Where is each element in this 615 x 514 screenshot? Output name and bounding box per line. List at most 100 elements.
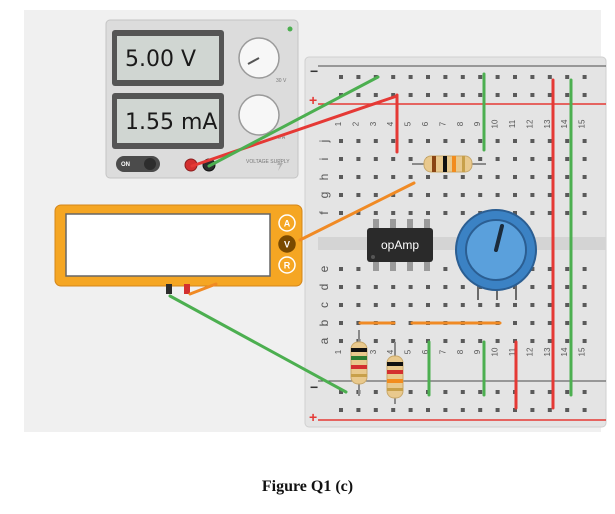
mode-button-a[interactable]: [278, 214, 296, 232]
mode-button-r[interactable]: [278, 256, 296, 274]
breadboard-hole[interactable]: [513, 321, 517, 325]
rail-hole[interactable]: [495, 93, 500, 97]
breadboard-hole[interactable]: [513, 211, 517, 215]
breadboard-hole[interactable]: [547, 267, 552, 271]
rail-hole[interactable]: [530, 75, 535, 79]
breadboard-hole[interactable]: [391, 211, 396, 215]
breadboard-hole[interactable]: [582, 175, 587, 179]
rail-hole[interactable]: [513, 75, 517, 79]
breadboard-hole[interactable]: [339, 303, 343, 307]
rail-hole[interactable]: [565, 93, 570, 97]
breadboard-hole[interactable]: [565, 193, 570, 197]
rail-hole[interactable]: [373, 93, 378, 97]
breadboard-hole[interactable]: [530, 303, 535, 307]
breadboard-hole[interactable]: [565, 303, 570, 307]
rail-hole[interactable]: [547, 390, 552, 394]
rail-hole[interactable]: [478, 75, 483, 79]
breadboard-hole[interactable]: [408, 339, 413, 343]
breadboard-hole[interactable]: [547, 303, 552, 307]
rail-hole[interactable]: [513, 93, 517, 97]
rail-hole[interactable]: [356, 408, 361, 412]
breadboard-hole[interactable]: [356, 321, 361, 325]
breadboard-hole[interactable]: [356, 303, 361, 307]
resistor-top[interactable]: [412, 155, 486, 173]
rail-hole[interactable]: [391, 93, 396, 97]
breadboard-hole[interactable]: [443, 339, 448, 343]
breadboard-hole[interactable]: [408, 175, 413, 179]
rail-hole[interactable]: [356, 75, 361, 79]
breadboard-hole[interactable]: [478, 175, 483, 179]
breadboard-hole[interactable]: [582, 267, 587, 271]
rail-hole[interactable]: [460, 75, 465, 79]
breadboard-hole[interactable]: [513, 303, 517, 307]
rail-hole[interactable]: [408, 390, 413, 394]
breadboard-hole[interactable]: [443, 175, 448, 179]
breadboard-hole[interactable]: [582, 211, 587, 215]
rail-hole[interactable]: [339, 75, 343, 79]
rail-hole[interactable]: [582, 75, 587, 79]
rail-hole[interactable]: [373, 408, 378, 412]
breadboard-hole[interactable]: [391, 303, 396, 307]
breadboard-hole[interactable]: [426, 139, 430, 143]
breadboard-hole[interactable]: [565, 157, 570, 161]
breadboard-hole[interactable]: [530, 193, 535, 197]
breadboard-hole[interactable]: [443, 285, 448, 289]
rail-hole[interactable]: [391, 408, 396, 412]
breadboard-hole[interactable]: [495, 193, 500, 197]
mode-button-v[interactable]: [278, 235, 296, 253]
breadboard-hole[interactable]: [565, 339, 570, 343]
breadboard-hole[interactable]: [565, 175, 570, 179]
rail-hole[interactable]: [443, 390, 448, 394]
breadboard-hole[interactable]: [443, 139, 448, 143]
breadboard-hole[interactable]: [582, 157, 587, 161]
rail-hole[interactable]: [443, 408, 448, 412]
rail-hole[interactable]: [373, 390, 378, 394]
breadboard-hole[interactable]: [530, 339, 535, 343]
breadboard-hole[interactable]: [408, 139, 413, 143]
breadboard-hole[interactable]: [530, 157, 535, 161]
probe-red-connector[interactable]: [184, 284, 190, 294]
breadboard-hole[interactable]: [565, 267, 570, 271]
rail-hole[interactable]: [495, 408, 500, 412]
breadboard-hole[interactable]: [547, 157, 552, 161]
breadboard-hole[interactable]: [339, 139, 343, 143]
probe-black-connector[interactable]: [166, 284, 172, 294]
breadboard-hole[interactable]: [547, 175, 552, 179]
breadboard-hole[interactable]: [339, 339, 343, 343]
breadboard-hole[interactable]: [565, 211, 570, 215]
breadboard-hole[interactable]: [373, 193, 378, 197]
breadboard-hole[interactable]: [443, 267, 448, 271]
breadboard-hole[interactable]: [495, 339, 500, 343]
resistor-bottom-mid[interactable]: [386, 342, 404, 404]
breadboard-hole[interactable]: [547, 321, 552, 325]
breadboard-hole[interactable]: [373, 139, 378, 143]
rail-hole[interactable]: [478, 93, 483, 97]
breadboard-hole[interactable]: [547, 285, 552, 289]
breadboard-hole[interactable]: [408, 285, 413, 289]
breadboard-hole[interactable]: [391, 285, 396, 289]
breadboard-hole[interactable]: [426, 303, 430, 307]
breadboard-hole[interactable]: [513, 193, 517, 197]
rail-hole[interactable]: [408, 75, 413, 79]
breadboard-hole[interactable]: [460, 303, 465, 307]
breadboard-hole[interactable]: [408, 193, 413, 197]
breadboard-hole[interactable]: [547, 211, 552, 215]
breadboard-hole[interactable]: [513, 175, 517, 179]
breadboard-hole[interactable]: [530, 211, 535, 215]
breadboard-hole[interactable]: [391, 139, 396, 143]
breadboard-hole[interactable]: [582, 139, 587, 143]
breadboard-hole[interactable]: [495, 157, 500, 161]
breadboard-hole[interactable]: [460, 211, 465, 215]
rail-hole[interactable]: [443, 75, 448, 79]
rail-hole[interactable]: [530, 93, 535, 97]
breadboard-hole[interactable]: [565, 285, 570, 289]
breadboard-hole[interactable]: [478, 339, 483, 343]
breadboard-hole[interactable]: [478, 139, 483, 143]
rail-hole[interactable]: [565, 408, 570, 412]
rail-hole[interactable]: [513, 408, 517, 412]
current-knob[interactable]: [238, 94, 280, 136]
rail-hole[interactable]: [582, 93, 587, 97]
breadboard-hole[interactable]: [530, 285, 535, 289]
breadboard-hole[interactable]: [339, 267, 343, 271]
rail-hole[interactable]: [582, 390, 587, 394]
